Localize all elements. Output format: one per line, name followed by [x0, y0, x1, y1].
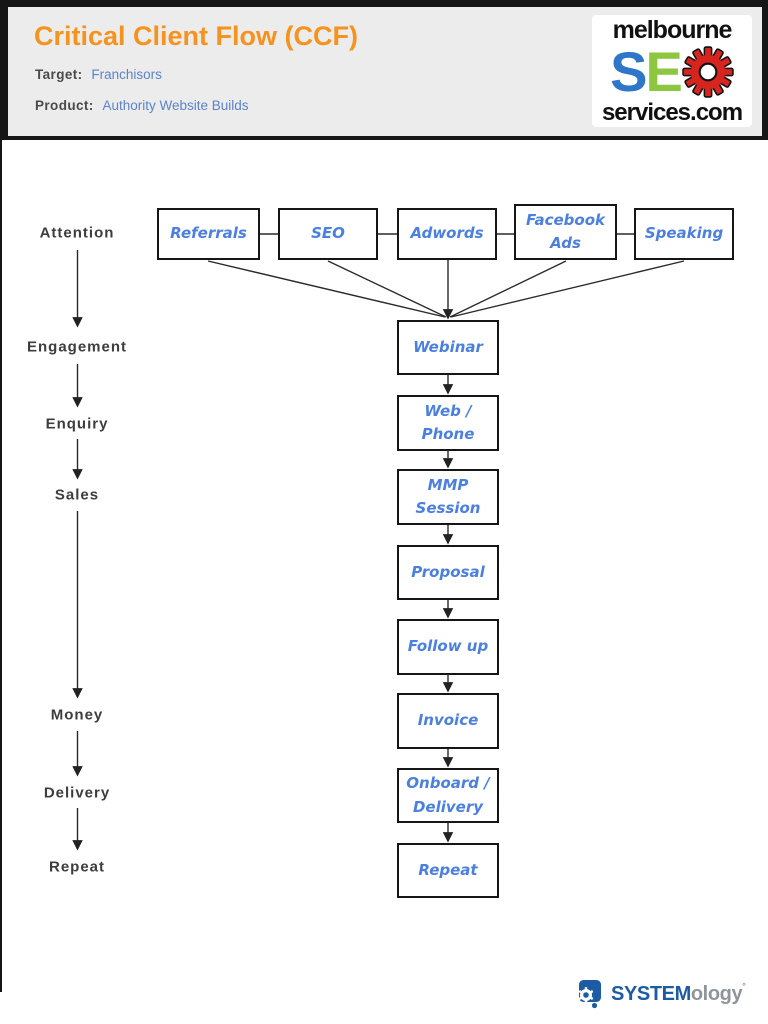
- flow-box-invoice: Invoice: [397, 693, 499, 749]
- stage-label-sales: Sales: [54, 486, 100, 504]
- flow-box-facebook-ads: Facebook Ads: [514, 204, 617, 260]
- stage-label-money: Money: [50, 706, 104, 724]
- systemology-text-secondary: ology: [690, 983, 743, 1005]
- stage-label-enquiry: Enquiry: [45, 415, 109, 433]
- product-row: Product: Authority Website Builds: [35, 98, 249, 113]
- red-gear-icon: [682, 45, 734, 98]
- systemology-gear-icon: [578, 980, 601, 1009]
- systemology-logo: SYSTEMology°: [578, 979, 746, 1009]
- logo-services-text: services.com: [601, 98, 743, 126]
- flow-box-referrals: Referrals: [157, 208, 260, 260]
- flow-box-follow-up: Follow up: [397, 619, 499, 675]
- flow-box-web-phone: Web / Phone: [397, 395, 499, 451]
- flow-box-adwords: Adwords: [397, 208, 497, 260]
- page-title: Critical Client Flow (CCF): [34, 21, 358, 51]
- registered-mark: °: [742, 981, 746, 991]
- stage-label-attention: Attention: [39, 224, 115, 242]
- product-value: Authority Website Builds: [102, 98, 249, 113]
- logo-letter-s: S: [610, 39, 647, 103]
- flow-box-seo: SEO: [278, 208, 378, 260]
- left-border-rule: [0, 140, 2, 992]
- stage-label-engagement: Engagement: [26, 338, 128, 356]
- logo-melbourne-text: melbourne: [612, 15, 733, 44]
- flow-box-speaking: Speaking: [634, 208, 734, 260]
- flow-box-onboard-delivery: Onboard / Delivery: [397, 768, 499, 823]
- flow-connectors: [72, 233, 685, 851]
- target-value: Franchisors: [91, 67, 162, 82]
- stage-label-repeat: Repeat: [48, 858, 106, 876]
- systemology-wordmark: SYSTEMology°: [611, 981, 746, 1005]
- flow-diagram: Attention Engagement Enquiry Sales Money…: [0, 140, 768, 1024]
- target-label: Target:: [35, 67, 83, 82]
- flow-box-mmp-session: MMP Session: [397, 469, 499, 525]
- header-band: Critical Client Flow (CCF) Target: Franc…: [0, 0, 768, 140]
- flow-box-proposal: Proposal: [397, 545, 499, 600]
- product-label: Product:: [35, 98, 94, 113]
- header-inner: Critical Client Flow (CCF) Target: Franc…: [8, 7, 762, 136]
- systemology-text-primary: SYSTEM: [611, 983, 691, 1005]
- stage-label-delivery: Delivery: [43, 784, 111, 802]
- logo-letter-e: E: [645, 39, 683, 103]
- flow-box-repeat: Repeat: [397, 843, 499, 898]
- target-row: Target: Franchisors: [35, 67, 162, 82]
- flow-box-webinar: Webinar: [397, 320, 499, 375]
